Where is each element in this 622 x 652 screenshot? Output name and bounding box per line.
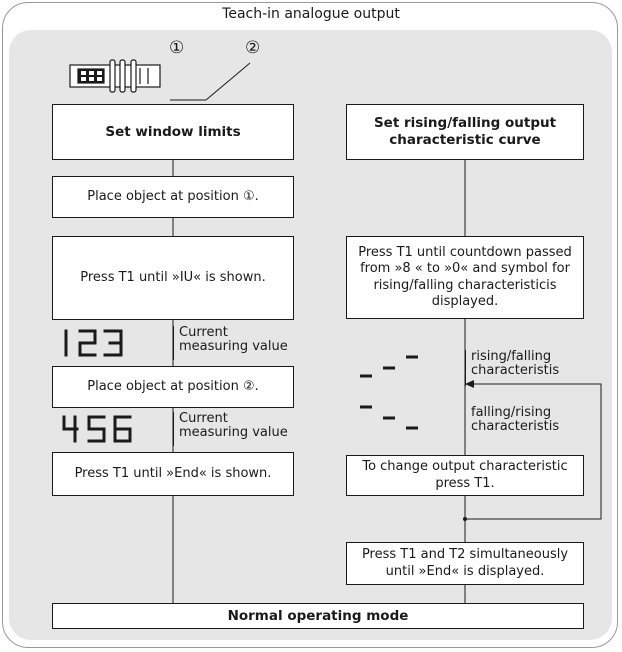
rising-symbol-icon <box>360 355 418 378</box>
falling-symbol-icon <box>360 405 418 430</box>
rising-label: rising/falling characteristis <box>465 349 581 386</box>
position-2-marker: ② <box>245 38 261 58</box>
loop-arrowhead <box>465 380 474 388</box>
segment-display-456 <box>62 415 132 443</box>
right-header-box: Set rising/falling output characteristic… <box>346 104 584 160</box>
left-step-press-iu: Press T1 until »IU« is shown. <box>52 236 294 320</box>
loop-line <box>465 383 602 520</box>
sensor-drawing <box>69 59 161 93</box>
display-1-label: Current measuring value <box>173 325 299 360</box>
left-step-place-2: Place object at position ②. <box>52 366 294 408</box>
right-step-change: To change output characteristic press T1… <box>346 455 584 496</box>
loop-junction <box>463 517 467 521</box>
right-step-simultaneous: Press T1 and T2 simultaneously until »En… <box>346 542 584 585</box>
left-header-box: Set window limits <box>52 104 294 160</box>
normal-operating-mode-box: Normal operating mode <box>52 603 584 629</box>
position-1-marker: ① <box>169 38 185 58</box>
falling-label: falling/rising characteristis <box>471 405 560 435</box>
left-step-place-1: Place object at position ①. <box>52 176 294 218</box>
diagram-title: Teach-in analogue output <box>222 6 400 22</box>
left-step-press-end: Press T1 until »End« is shown. <box>52 452 294 496</box>
segment-display-123 <box>64 329 123 357</box>
position-leader <box>170 62 251 101</box>
display-2-label: Current measuring value <box>173 411 299 446</box>
right-step-countdown: Press T1 until countdown passed from »8 … <box>346 236 584 319</box>
